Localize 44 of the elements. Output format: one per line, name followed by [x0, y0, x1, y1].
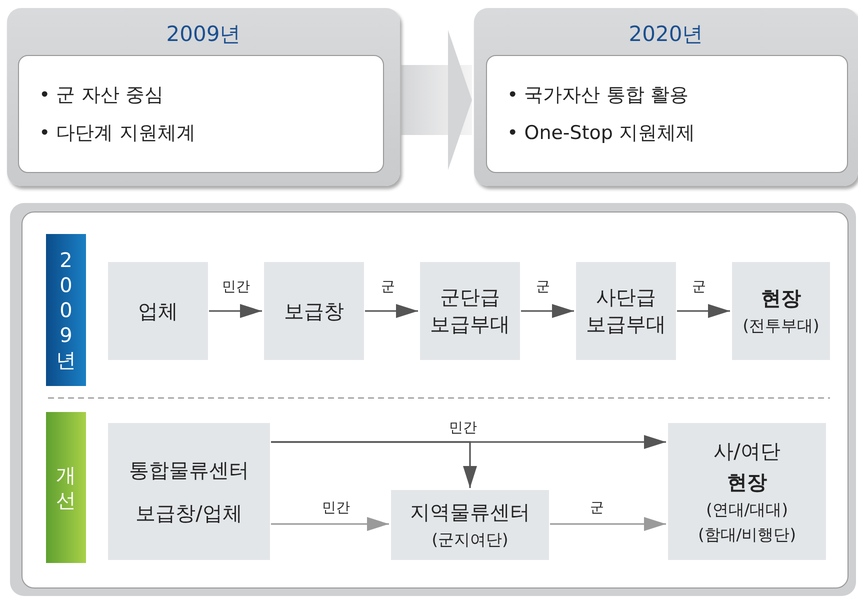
section-panel [7, 8, 400, 186]
arrow [365, 304, 418, 318]
box-label: 사단급 보급부대 [585, 284, 667, 338]
bullet-item: • 국가자산 통합 활용 [507, 83, 688, 108]
box-label: 지역물류센터 [409, 499, 531, 526]
panel-heading: 2020년 [628, 21, 704, 48]
process-box [108, 262, 208, 360]
box-label: 보급창 [283, 298, 345, 324]
sub-label: (연대/대대) [705, 500, 789, 520]
box-label: 현장 [726, 468, 768, 496]
arrow [209, 304, 262, 318]
process-box [420, 262, 520, 360]
process-box [668, 423, 826, 560]
band-label: 2009년 [56, 248, 76, 372]
process-box [264, 262, 364, 360]
band-label: 개선 [56, 462, 76, 512]
panel-heading: 2009년 [166, 21, 241, 48]
arrow [677, 304, 730, 318]
vertical-band [46, 412, 86, 563]
box-label: 사/여단 [712, 438, 782, 464]
box-label: 현장 [760, 285, 802, 312]
process-box [391, 490, 549, 560]
process-box [732, 262, 830, 360]
box-label: 보급창/업체 [134, 500, 244, 526]
box-label: 업체 [137, 298, 179, 324]
transition-arrow [401, 30, 472, 170]
bullet-item: • 다단계 지원체계 [39, 121, 196, 146]
arrow [271, 441, 477, 488]
arrow [271, 517, 389, 531]
sub-label: (함대/비행단) [697, 524, 797, 546]
arrow [521, 304, 574, 318]
bullet-item: • 군 자산 중심 [39, 83, 164, 108]
process-box [108, 423, 270, 560]
box-label: 통합물류센터 [128, 456, 250, 484]
process-box [576, 262, 676, 360]
sub-label: (전투부대) [742, 316, 820, 337]
box-label: 군단급 보급부대 [429, 284, 511, 338]
content-box [18, 55, 384, 173]
bullet-item: • One-Stop 지원체제 [507, 121, 696, 146]
arrow [550, 517, 666, 531]
section-panel [474, 8, 858, 186]
vertical-band [46, 234, 86, 386]
content-box [486, 55, 848, 173]
box-label: (군지여단) [430, 530, 510, 551]
